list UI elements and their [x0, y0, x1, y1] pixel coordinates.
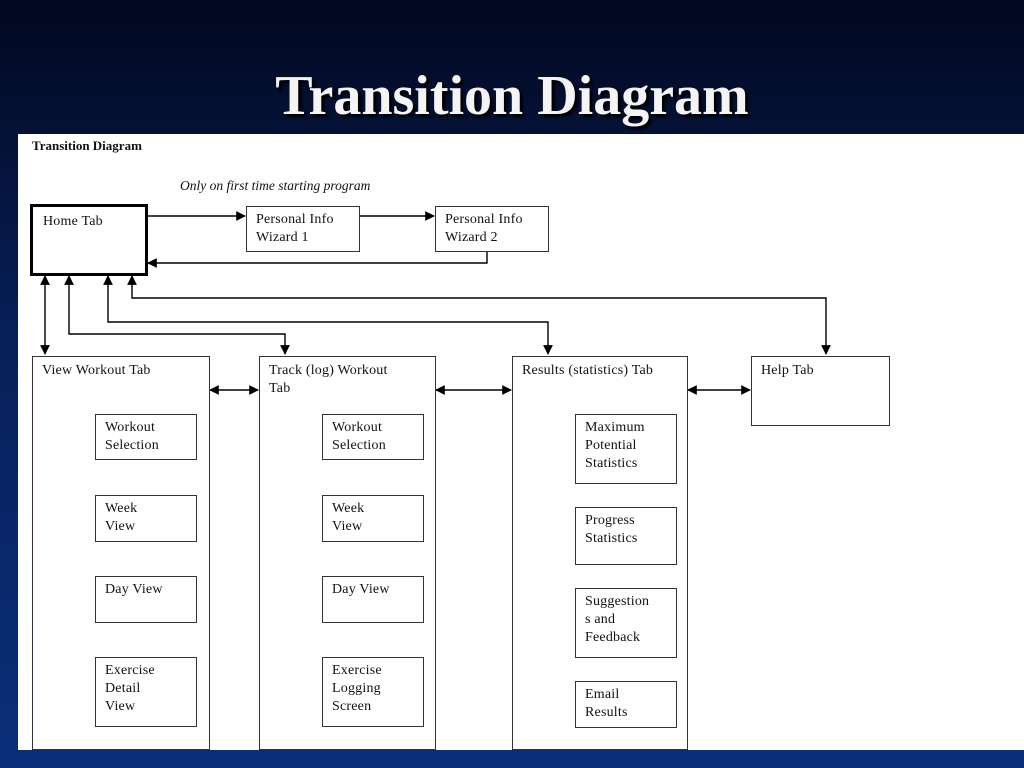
- arrow-home-results: [103, 275, 553, 355]
- arrow-home-track: [64, 275, 290, 355]
- view-workout-selection-node: Workout Selection: [95, 414, 197, 460]
- arrow-home-help: [127, 275, 831, 355]
- arrow-wizard2-to-home: [147, 250, 488, 268]
- wizard1-node: Personal Info Wizard 1: [246, 206, 360, 252]
- view-exercise-detail-node: Exercise Detail View: [95, 657, 197, 727]
- home-tab-node: Home Tab: [30, 204, 148, 276]
- track-week-view-node: Week View: [322, 495, 424, 542]
- track-workout-selection-node: Workout Selection: [322, 414, 424, 460]
- results-email-node: Email Results: [575, 681, 677, 728]
- track-exercise-logging-node: Exercise Logging Screen: [322, 657, 424, 727]
- first-run-note: Only on first time starting program: [180, 178, 371, 193]
- results-progress-node: Progress Statistics: [575, 507, 677, 565]
- track-day-view-node: Day View: [322, 576, 424, 623]
- diagram-caption: Transition Diagram: [32, 138, 142, 153]
- results-suggestions-node: Suggestion s and Feedback: [575, 588, 677, 658]
- diagram-panel: Transition Diagram Only on first time st…: [18, 134, 1024, 750]
- help-tab-node: Help Tab: [751, 356, 890, 426]
- view-day-view-node: Day View: [95, 576, 197, 623]
- view-week-view-node: Week View: [95, 495, 197, 542]
- slide-title: Transition Diagram: [275, 65, 749, 127]
- results-max-potential-node: Maximum Potential Statistics: [575, 414, 677, 484]
- bottom-stripe: [0, 750, 1024, 768]
- wizard2-node: Personal Info Wizard 2: [435, 206, 549, 252]
